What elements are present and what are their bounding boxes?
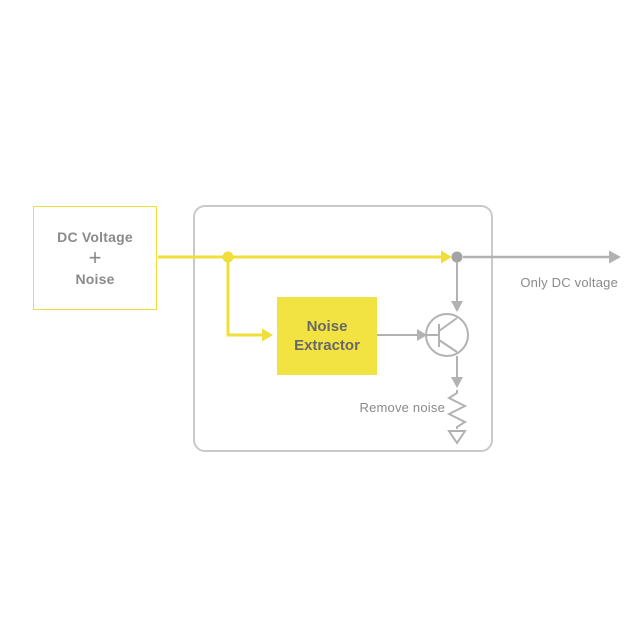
noise-extractor-label-line1: Noise — [306, 318, 348, 335]
transistor-icon — [425, 313, 469, 357]
noise-extractor-label-line2: Extractor — [294, 337, 360, 354]
gray-arrow-down-icon — [451, 377, 463, 388]
noise-branch-line — [226, 257, 263, 337]
filter-stage-container — [193, 205, 493, 452]
noise-extractor-box: Noise Extractor — [277, 297, 377, 375]
noise-label: Noise — [75, 271, 115, 287]
only-dc-voltage-label: Only DC voltage — [520, 275, 618, 290]
resistor-zigzag-icon — [446, 390, 468, 429]
gray-arrow-into-transistor-icon — [417, 329, 427, 341]
open-arrow-down-icon — [447, 430, 467, 445]
dc-voltage-noise-box: DC Voltage + Noise — [33, 206, 157, 310]
gray-junction-dot — [451, 251, 463, 263]
yellow-arrow-right-icon — [441, 250, 452, 264]
dc-voltage-label: DC Voltage — [57, 229, 133, 245]
gray-arrow-right-icon — [609, 250, 621, 264]
remove-noise-label: Remove noise — [359, 400, 445, 415]
plus-sign: + — [88, 245, 102, 270]
yellow-arrow-into-extractor-icon — [262, 328, 273, 342]
gray-arrow-down-icon — [451, 301, 463, 312]
